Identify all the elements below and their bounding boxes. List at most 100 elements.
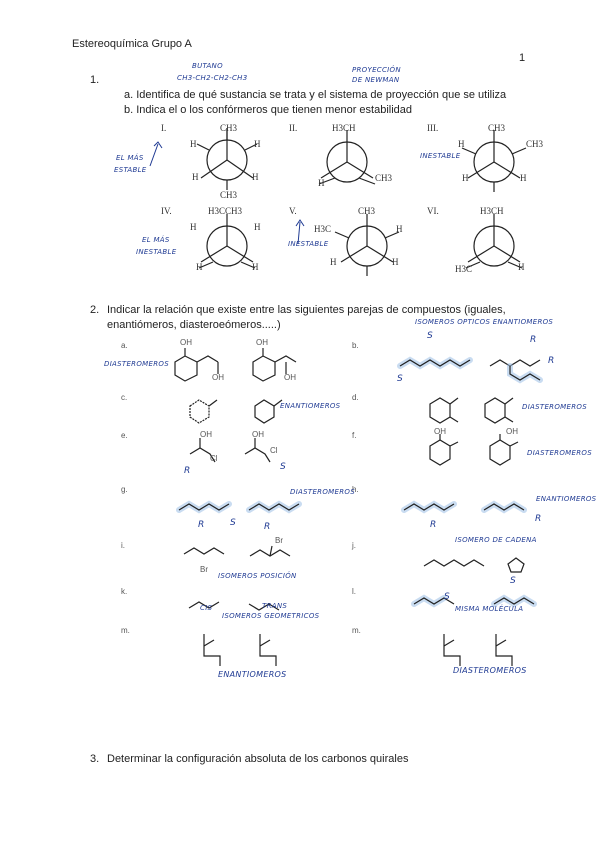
note-butano: BUTANO — [192, 62, 223, 70]
oh-group: OH — [434, 427, 446, 436]
answer-g: DIASTEROMEROS — [290, 488, 355, 496]
pair-label: m. — [352, 626, 361, 635]
oh-group: OH — [506, 427, 518, 436]
structure-pair-d — [429, 397, 514, 424]
substituent: H — [190, 222, 197, 232]
substituent: H — [318, 178, 325, 188]
substituent: H — [254, 222, 261, 232]
oh-group: OH — [212, 373, 224, 382]
conformer-label: VI. — [427, 206, 439, 216]
substituent: H — [396, 224, 403, 234]
structure-pair-l — [411, 594, 537, 608]
answer-c: ENANTIOMEROS — [280, 402, 341, 410]
oh-group: OH — [284, 373, 296, 382]
newman-projection-iii — [461, 130, 527, 192]
q1-item-a: a. Identifica de qué sustancia se trata … — [124, 89, 507, 101]
pair-label: d. — [352, 393, 359, 402]
newman-projection-i — [196, 128, 258, 190]
q1-number: 1. — [90, 74, 100, 86]
q1-item-b: b. Indica el o los confórmeros que tiene… — [124, 104, 413, 116]
config-label: S — [230, 518, 237, 528]
substituent: H — [254, 139, 261, 149]
structure-pair-m-right — [443, 634, 513, 666]
structure-pair-a — [174, 348, 297, 382]
substituent: H — [520, 173, 527, 183]
conformer-label: V. — [289, 206, 297, 216]
cl-group: Cl — [270, 446, 278, 455]
config-label: R — [548, 356, 555, 366]
substituent: H — [518, 262, 525, 272]
note-formula: CH3-CH2-CH2-CH3 — [177, 74, 248, 82]
pair-label: j. — [352, 541, 356, 550]
q2-number: 2. — [90, 304, 100, 316]
structure-pair-c — [189, 399, 283, 424]
substituent: H3CH — [480, 206, 504, 216]
label-cis: CIS — [200, 604, 213, 612]
newman-projection-v — [334, 214, 400, 276]
annotation-inestable: INESTABLE — [288, 240, 329, 248]
newman-projection-iv — [198, 214, 256, 269]
answer-i: ISOMEROS POSICIÓN — [218, 572, 297, 580]
config-label: S — [397, 374, 404, 384]
answer-b: ISOMEROS OPTICOS ENANTIOMEROS — [415, 318, 554, 326]
pair-label: m. — [121, 626, 130, 635]
structure-pair-e — [189, 438, 271, 463]
annotation-mas-estable: ESTABLE — [114, 166, 147, 174]
structure-pair-h — [401, 500, 527, 514]
answer-l: MISMA MOLÉCULA — [455, 605, 524, 613]
page-number: 1 — [519, 52, 526, 64]
br-group: Br — [200, 565, 208, 574]
answer-k: ISOMEROS GEOMETRICOS — [222, 612, 320, 620]
arrow-annotation — [149, 141, 163, 167]
pair-label: b. — [352, 341, 359, 350]
substituent: H3C — [455, 264, 473, 274]
note-newman: DE NEWMAN — [352, 76, 400, 84]
substituent: H3CH — [332, 123, 356, 133]
config-label: S — [444, 592, 451, 602]
pair-label: l. — [352, 587, 356, 596]
structure-pair-b — [397, 356, 543, 384]
config-label: R — [264, 522, 271, 532]
conformer-label: I. — [161, 123, 167, 133]
substituent: H3C — [314, 224, 332, 234]
substituent: H — [462, 173, 469, 183]
config-label: S — [280, 462, 287, 472]
br-group: Br — [275, 536, 283, 545]
answer-j: ISOMERO DE CADENA — [455, 536, 537, 544]
oh-group: OH — [252, 430, 264, 439]
answer-a: DIASTEROMEROS — [104, 360, 169, 368]
pair-label: a. — [121, 341, 128, 350]
structure-pair-i — [183, 545, 291, 557]
structure-pair-m-left — [203, 634, 277, 666]
substituent: CH3 — [375, 173, 393, 183]
structure-pair-k — [188, 601, 280, 611]
newman-projection-ii — [318, 130, 376, 185]
config-label: R — [198, 520, 205, 530]
pair-label: h. — [352, 485, 359, 494]
label-trans: TRANS — [262, 602, 288, 610]
structure-pair-j — [423, 557, 525, 573]
answer-d: DIASTEROMEROS — [522, 403, 587, 411]
oh-group: OH — [180, 338, 192, 347]
q3-text: Determinar la configuración absoluta de … — [107, 753, 409, 765]
config-label: S — [510, 576, 517, 586]
substituent: CH3 — [488, 123, 506, 133]
substituent: H — [190, 139, 197, 149]
newman-projection-vi — [465, 214, 523, 269]
config-label: R — [430, 520, 437, 530]
q2-text: enantiómeros, diasteroeómeros.....) — [107, 319, 281, 331]
answer-f: DIASTEROMEROS — [527, 449, 592, 457]
pair-label: e. — [121, 431, 128, 440]
answer-h: ENANTIOMEROS — [536, 495, 597, 503]
q2-text: Indicar la relación que existe entre las… — [107, 304, 506, 316]
document-title: Estereoquímica Grupo A — [72, 38, 192, 50]
structure-pair-g — [176, 500, 302, 514]
oh-group: OH — [200, 430, 212, 439]
substituent: H — [252, 262, 259, 272]
pair-label: f. — [352, 431, 357, 440]
substituent: H — [330, 257, 337, 267]
structure-pair-f — [429, 434, 519, 466]
substituent: H — [192, 172, 199, 182]
answer-m-left: ENANTIOMEROS — [218, 670, 287, 679]
config-label: R — [530, 335, 537, 345]
